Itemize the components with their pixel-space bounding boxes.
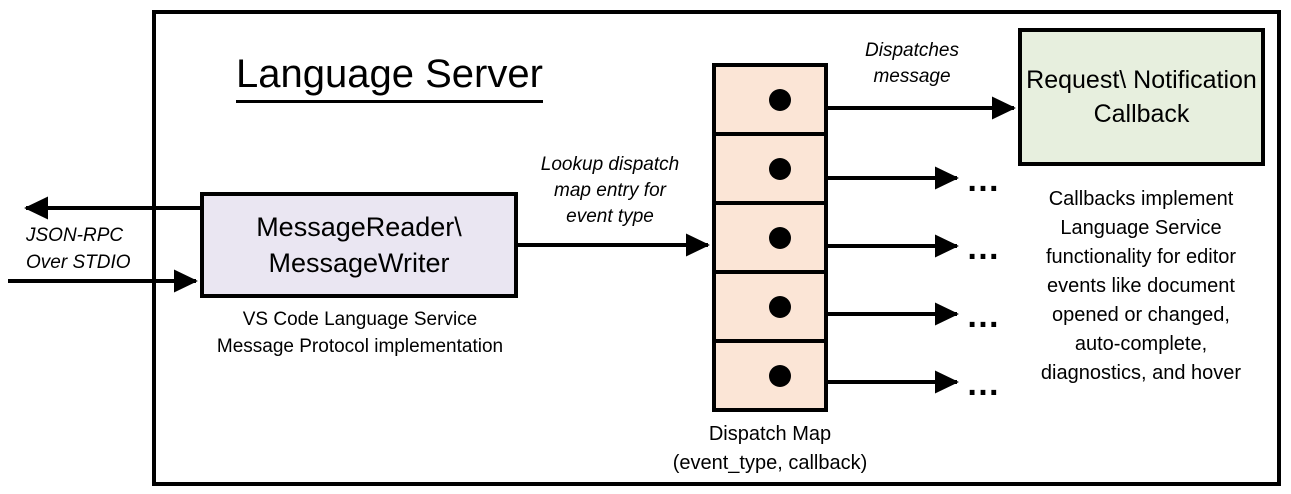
- dispatch-map-row[interactable]: [716, 343, 824, 408]
- callback-dot-icon: [769, 226, 791, 249]
- edge-label-dispatches: Dispatches message: [865, 40, 959, 87]
- page-title: Language Server: [236, 50, 543, 103]
- request-notification-callback-label: Request\ Notification Callback: [1026, 66, 1257, 128]
- dispatch-map-row[interactable]: [716, 136, 824, 205]
- dispatch-map[interactable]: [712, 63, 828, 412]
- message-reader-writer-label: MessageReader\ MessageWriter: [256, 212, 462, 278]
- ellipsis-row-4: …: [966, 297, 1004, 335]
- dispatch-map-row[interactable]: [716, 67, 824, 136]
- ellipsis-row-2: …: [966, 161, 1004, 199]
- callback-dot-icon: [769, 364, 791, 387]
- language-server-boundary: [152, 10, 1281, 486]
- dispatch-map-row[interactable]: [716, 274, 824, 343]
- message-reader-writer-box[interactable]: MessageReader\ MessageWriter: [200, 192, 518, 298]
- message-reader-writer-caption: VS Code Language Service Message Protoco…: [216, 309, 504, 357]
- callback-dot-icon: [769, 88, 791, 111]
- dispatch-map-row[interactable]: [716, 205, 824, 274]
- ellipsis-row-5: …: [966, 365, 1004, 403]
- dispatch-map-caption: Dispatch Map (event_type, callback): [672, 423, 868, 474]
- request-notification-callback-box[interactable]: Request\ Notification Callback: [1018, 28, 1265, 166]
- edge-label-jsonrpc: JSON-RPC Over STDIO: [26, 225, 131, 273]
- callback-dot-icon: [769, 295, 791, 318]
- callback-description: Callbacks implement Language Service fun…: [1040, 188, 1242, 384]
- ellipsis-row-3: …: [966, 229, 1004, 267]
- edge-label-lookup: Lookup dispatch map entry for event type: [540, 154, 680, 227]
- callback-dot-icon: [769, 157, 791, 180]
